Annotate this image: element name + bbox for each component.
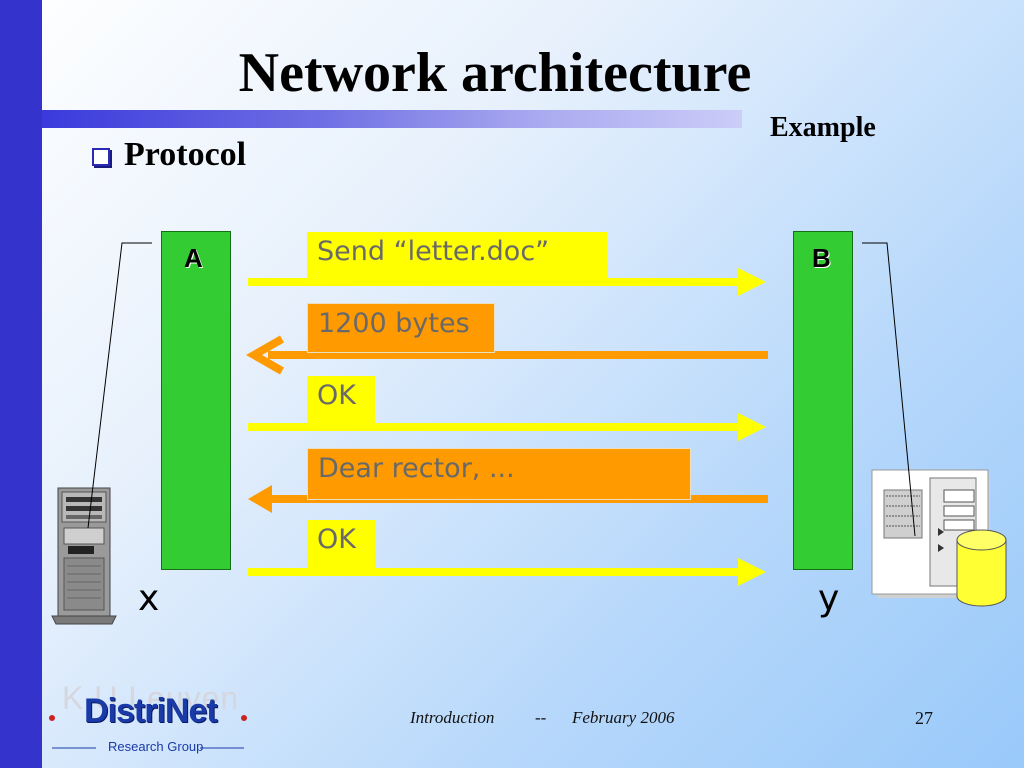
page-number: 27 [915,708,933,728]
arrow-send-letter [248,268,766,296]
host-x-variable: x [138,578,160,619]
host-b-bar [793,231,853,570]
computer-tower-icon [51,487,117,625]
footer-section: Introduction [410,708,495,727]
message-1200-bytes: 1200 bytes [307,303,495,353]
distrinet-logo-icon [49,715,247,749]
bullet-protocol: Protocol [124,136,247,173]
database-cylinder-icon [956,529,1007,607]
message-ok-2: OK [307,520,375,570]
arrow-ok-1 [248,413,766,441]
connector-lines [87,242,916,537]
message-dear-rector: Dear rector, ... [307,448,691,500]
arrow-1200-bytes [245,335,768,375]
distrinet-logo-name: DistriNet [84,692,218,730]
message-ok-1: OK [307,376,375,424]
kuleuven-watermark: K.U.Leuven [62,680,240,716]
footer-separator: -- [535,708,547,727]
host-a-bar [161,231,231,570]
example-tag: Example [770,112,876,143]
distrinet-logo-subtitle: Research Group [108,739,204,754]
left-accent-bar [0,0,42,768]
host-a-label: A [184,243,203,273]
slide-title: Network architecture [238,42,752,104]
message-send-letter: Send “letter.doc” [307,232,607,278]
host-b-label: B [812,243,831,273]
square-bullet-icon [92,148,110,166]
host-y-variable: y [818,578,840,619]
footer-date: February 2006 [572,708,675,727]
title-underline [42,110,742,128]
arrow-ok-2 [248,558,766,586]
